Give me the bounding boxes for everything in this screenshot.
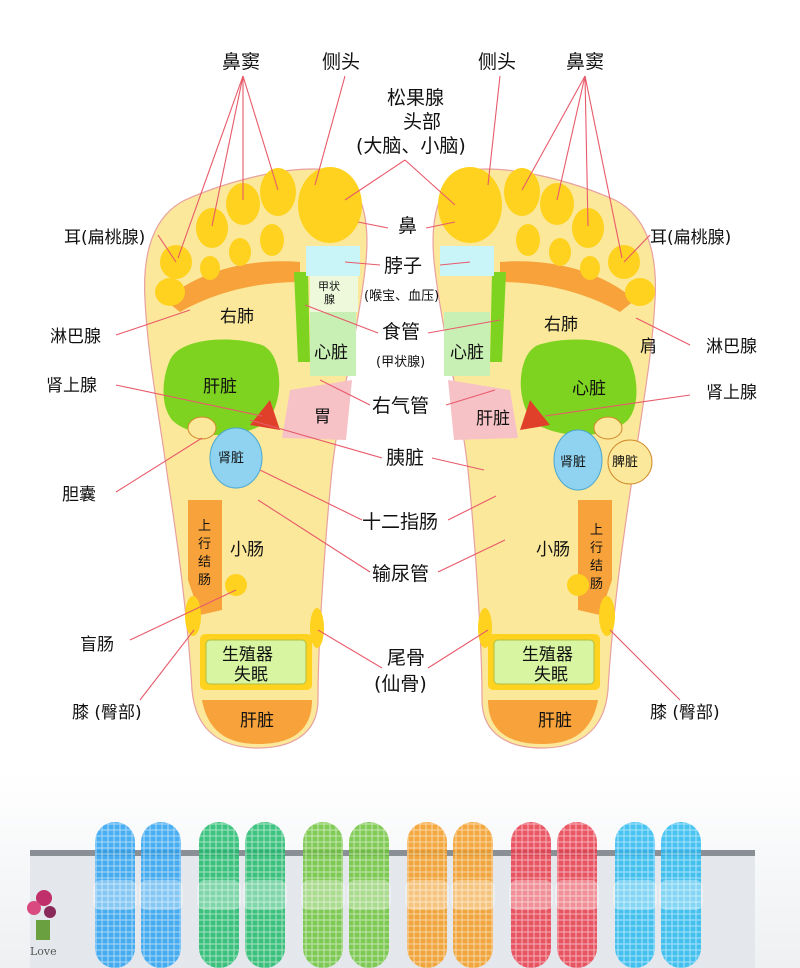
slipper <box>347 822 391 968</box>
slipper <box>659 822 703 968</box>
slipper <box>243 822 287 968</box>
label-colon-left-4: 肠 <box>198 573 211 588</box>
right-big-toe <box>438 167 502 243</box>
label-kidney-left: 肾脏 <box>218 451 244 466</box>
label-liver-right: 肝脏 <box>476 409 510 429</box>
left-knee-region-2 <box>310 608 324 648</box>
slipper <box>451 822 495 968</box>
slipper <box>555 822 599 968</box>
label-pancreas: 胰脏 <box>386 447 424 469</box>
left-toe-4 <box>196 208 228 248</box>
label-insomnia-left: 失眠 <box>234 665 268 685</box>
label-colon-left-2: 行 <box>198 537 211 552</box>
left-gallbladder-region <box>188 417 216 439</box>
right-toe-base-4 <box>580 256 600 280</box>
label-sacrum: (仙骨) <box>374 673 427 695</box>
slipper <box>509 822 553 968</box>
left-big-toe <box>298 167 362 243</box>
label-heart-left: 心脏 <box>314 343 348 363</box>
right-toe-base-3 <box>549 238 571 266</box>
slipper <box>613 822 657 968</box>
label-esophagus: 食管 <box>382 321 420 343</box>
label-ureter: 输尿管 <box>372 563 429 585</box>
right-neck-region <box>440 246 494 276</box>
left-toe-base-4 <box>200 256 220 280</box>
label-liver-left: 肝脏 <box>203 377 237 397</box>
label-ear-left: 耳(扁桃腺) <box>64 228 145 248</box>
label-genitals-left: 生殖器 <box>222 645 273 665</box>
label-heart-right-small: 心脏 <box>450 343 484 363</box>
label-stomach: 胃 <box>314 407 331 427</box>
label-nasal-sinus-left: 鼻窦 <box>222 51 260 73</box>
label-colon-left-1: 上 <box>198 519 211 534</box>
label-ear-right: 耳(扁桃腺) <box>650 228 731 248</box>
photo-watermark: Love <box>30 945 57 958</box>
label-pineal: 松果腺 <box>387 87 444 109</box>
label-esophagus-sub: (甲状腺) <box>376 355 425 370</box>
left-toe-2 <box>260 168 296 216</box>
label-lymph-right: 淋巴腺 <box>706 337 757 357</box>
label-knee-left: 膝 (臀部) <box>72 703 142 723</box>
left-toe-base-2 <box>260 224 284 256</box>
label-adrenal-right: 肾上腺 <box>706 383 757 403</box>
label-genitals-right: 生殖器 <box>522 645 573 665</box>
label-head-part: 头部 <box>403 111 441 133</box>
left-knee-region <box>185 596 201 636</box>
label-colon-right-4: 肠 <box>590 577 603 592</box>
label-shoulder: 肩 <box>640 337 657 357</box>
slipper <box>197 822 241 968</box>
label-brain: (大脑、小脑) <box>356 135 466 157</box>
label-neck: 脖子 <box>384 255 422 277</box>
label-side-head-right: 侧头 <box>478 51 516 73</box>
label-gallbladder: 胆囊 <box>62 485 96 505</box>
label-colon-right-2: 行 <box>590 541 603 556</box>
left-toe-base-3 <box>229 238 251 266</box>
left-cecum-region <box>225 574 247 596</box>
slipper <box>93 822 137 968</box>
label-colon-right-1: 上 <box>590 523 603 538</box>
right-knee-region <box>599 596 615 636</box>
label-spleen: 脾脏 <box>612 455 638 470</box>
right-toe-3 <box>540 183 574 225</box>
right-toe-base-5 <box>625 278 655 306</box>
slipper-product-photo: Love <box>0 770 800 968</box>
label-thyroid-line1: 甲状 <box>318 279 340 293</box>
right-toe-2 <box>504 168 540 216</box>
foot-reflexology-diagram: 鼻窦 侧头 侧头 鼻窦 松果腺 头部 (大脑、小脑) 鼻 耳(扁桃腺) 耳(扁桃… <box>0 0 800 770</box>
label-lymph-left: 淋巴腺 <box>50 327 101 347</box>
label-nasal-sinus-right: 鼻窦 <box>566 51 604 73</box>
label-heel-liver-left: 肝脏 <box>240 711 274 731</box>
label-adrenal-left: 肾上腺 <box>46 376 97 396</box>
left-toe-base-5 <box>155 278 185 306</box>
label-right-trachea: 右气管 <box>372 395 429 417</box>
label-colon-left-3: 结 <box>198 555 211 570</box>
label-kidney-right: 肾脏 <box>560 455 586 470</box>
right-toe-base-2 <box>516 224 540 256</box>
label-duodenum: 十二指肠 <box>362 511 438 533</box>
label-insomnia-right: 失眠 <box>534 665 568 685</box>
label-right-lung-left: 右肺 <box>220 307 254 327</box>
label-cecum: 盲肠 <box>80 635 114 655</box>
label-coccyx: 尾骨 <box>387 647 425 669</box>
label-side-head-left: 侧头 <box>322 51 360 73</box>
label-heel-liver-right: 肝脏 <box>538 711 572 731</box>
label-throat: (喉宝、血压) <box>364 289 439 304</box>
slipper <box>139 822 183 968</box>
label-small-intestine-left: 小肠 <box>230 540 264 560</box>
slipper <box>301 822 345 968</box>
label-right-lung-right: 右肺 <box>544 315 578 335</box>
slipper <box>405 822 449 968</box>
label-heart-right-big: 心脏 <box>572 379 606 399</box>
label-thyroid-line2: 腺 <box>324 292 335 306</box>
label-nose: 鼻 <box>398 215 417 237</box>
right-gall-ring <box>594 417 622 439</box>
label-knee-right: 膝 (臀部) <box>650 703 720 723</box>
left-neck-region <box>306 246 360 276</box>
label-small-intestine-right: 小肠 <box>536 540 570 560</box>
right-cecum-region <box>567 574 589 596</box>
label-colon-right-3: 结 <box>590 559 603 574</box>
